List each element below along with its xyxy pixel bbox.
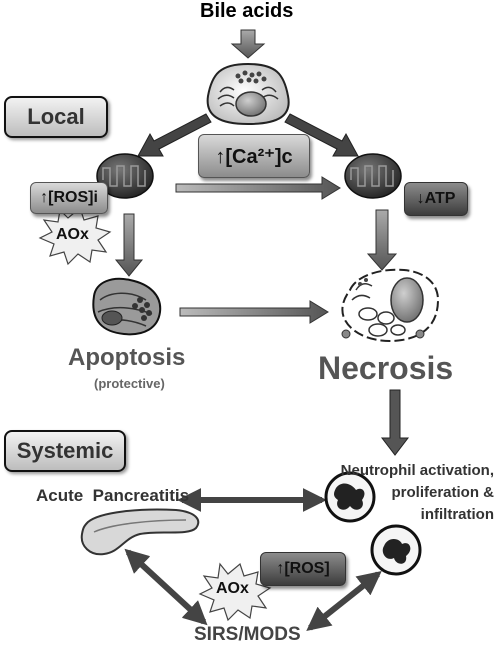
arrow-cell-to-left-mito [137,113,212,157]
calcium-box: ↑[Ca²⁺]c [198,134,310,178]
aox-label-bottom: AOx [216,580,249,597]
starburst-icon-top [38,206,112,266]
pancreas-icon [80,508,200,556]
sirs-mods-label: SIRS/MODS [194,624,301,645]
arrow-left-mito-to-right-mito [175,176,341,200]
ros-box: ↑[ROS] [260,552,346,586]
acinar-cell-icon [206,62,290,126]
arrow-bile-to-cell [230,29,266,59]
arrow-left-mito-to-apoptosis [114,213,144,277]
ros-i-box: ↑[ROS]i [30,182,108,214]
neutrophil-line-2: proliferation & [391,484,494,501]
mitochondrion-icon-right [344,153,402,199]
arrow-apoptosis-to-necrosis [179,300,329,324]
starburst-icon-bottom [198,562,272,622]
arrow-sirs-neutrophil [306,571,382,631]
section-label-local: Local [4,96,108,138]
arrow-right-mito-to-necrosis [366,209,398,271]
arrow-cell-to-right-mito [284,113,359,157]
apoptosis-label: Apoptosis [68,344,186,371]
apoptosis-note: (protective) [94,376,165,391]
neutrophil-line-3: infiltration [420,506,494,523]
neutrophil-icon-bottom [370,524,422,576]
ros-i-box-label: ↑[ROS]i [40,189,98,206]
mitochondrion-icon-left [96,153,154,199]
arrow-necrosis-to-neutrophil [380,389,410,456]
ros-box-label: ↑[ROS] [276,560,330,577]
neutrophil-line-1: Neutrophil activation, [340,462,494,479]
acute-pancreatitis-label: Acute Pancreatitis [36,486,190,505]
necrotic-cell-icon [341,268,440,342]
aox-label-top: AOx [56,226,89,243]
apoptotic-cell-icon [92,277,162,336]
neutrophil-icon-top [324,471,376,523]
arrow-pancreatitis-sirs [124,548,208,626]
diagram-title: Bile acids [200,0,294,22]
calcium-box-label: ↑[Ca²⁺]c [215,145,293,168]
section-label-systemic: Systemic [4,430,126,472]
atp-box-label: ↓ATP [416,190,456,207]
atp-box: ↓ATP [404,182,468,216]
necrosis-label: Necrosis [318,350,454,386]
